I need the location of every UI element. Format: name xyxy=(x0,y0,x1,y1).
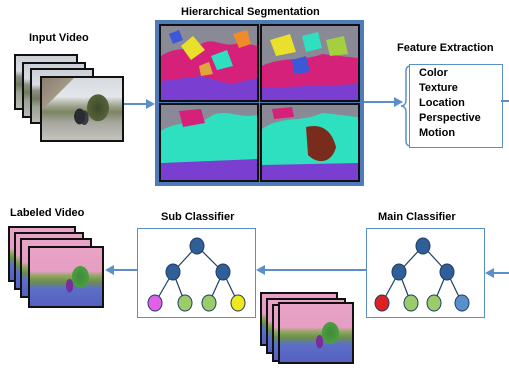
main-root-node xyxy=(415,237,431,255)
sub-leaf-node xyxy=(177,294,193,312)
feature-perspective: Perspective xyxy=(419,112,481,124)
sub-inner-node xyxy=(165,263,181,281)
main-leaf-node xyxy=(426,294,442,312)
sub-leaf-node xyxy=(147,294,163,312)
segmentation-level-4 xyxy=(260,103,360,182)
segmentation-panel xyxy=(155,20,364,186)
main-inner-node xyxy=(391,263,407,281)
feature-exit-line xyxy=(501,100,509,102)
arrow-input-to-segmentation xyxy=(124,99,155,109)
sub-classifier-tree xyxy=(147,237,246,312)
feature-extraction-label: Feature Extraction xyxy=(397,42,494,54)
sub-inner-node xyxy=(215,263,231,281)
feature-location: Location xyxy=(419,97,465,109)
main-leaf-node xyxy=(454,294,470,312)
arrow-main-to-sub xyxy=(256,265,367,275)
feature-motion: Motion xyxy=(419,127,456,139)
segmentation-level-2 xyxy=(260,24,360,102)
input-video-label: Input Video xyxy=(29,32,89,44)
feature-texture: Texture xyxy=(419,82,458,94)
sub-leaf-node xyxy=(201,294,217,312)
segmentation-level-3 xyxy=(159,103,259,182)
feature-list-box xyxy=(409,64,503,148)
video-frame-front xyxy=(40,76,124,142)
hierarchical-segmentation-label: Hierarchical Segmentation xyxy=(181,6,320,18)
labeled-frame-front xyxy=(278,302,354,364)
arrow-sub-to-labeled xyxy=(105,265,138,275)
main-leaf-node xyxy=(403,294,419,312)
feature-brace xyxy=(400,65,412,147)
sub-root-node xyxy=(189,237,205,255)
arrow-segmentation-to-features xyxy=(364,97,403,107)
main-leaf-node xyxy=(374,294,390,312)
labeled-video-label: Labeled Video xyxy=(10,207,85,219)
arrow-into-main-classifier xyxy=(485,268,509,278)
labeled-frame-front xyxy=(28,246,104,308)
segmentation-level-1 xyxy=(159,24,259,102)
main-classifier-label: Main Classifier xyxy=(378,211,456,223)
feature-color: Color xyxy=(419,67,448,79)
sub-classifier-label: Sub Classifier xyxy=(161,211,235,223)
main-inner-node xyxy=(439,263,455,281)
sub-leaf-node xyxy=(230,294,246,312)
main-classifier-tree xyxy=(374,237,470,312)
